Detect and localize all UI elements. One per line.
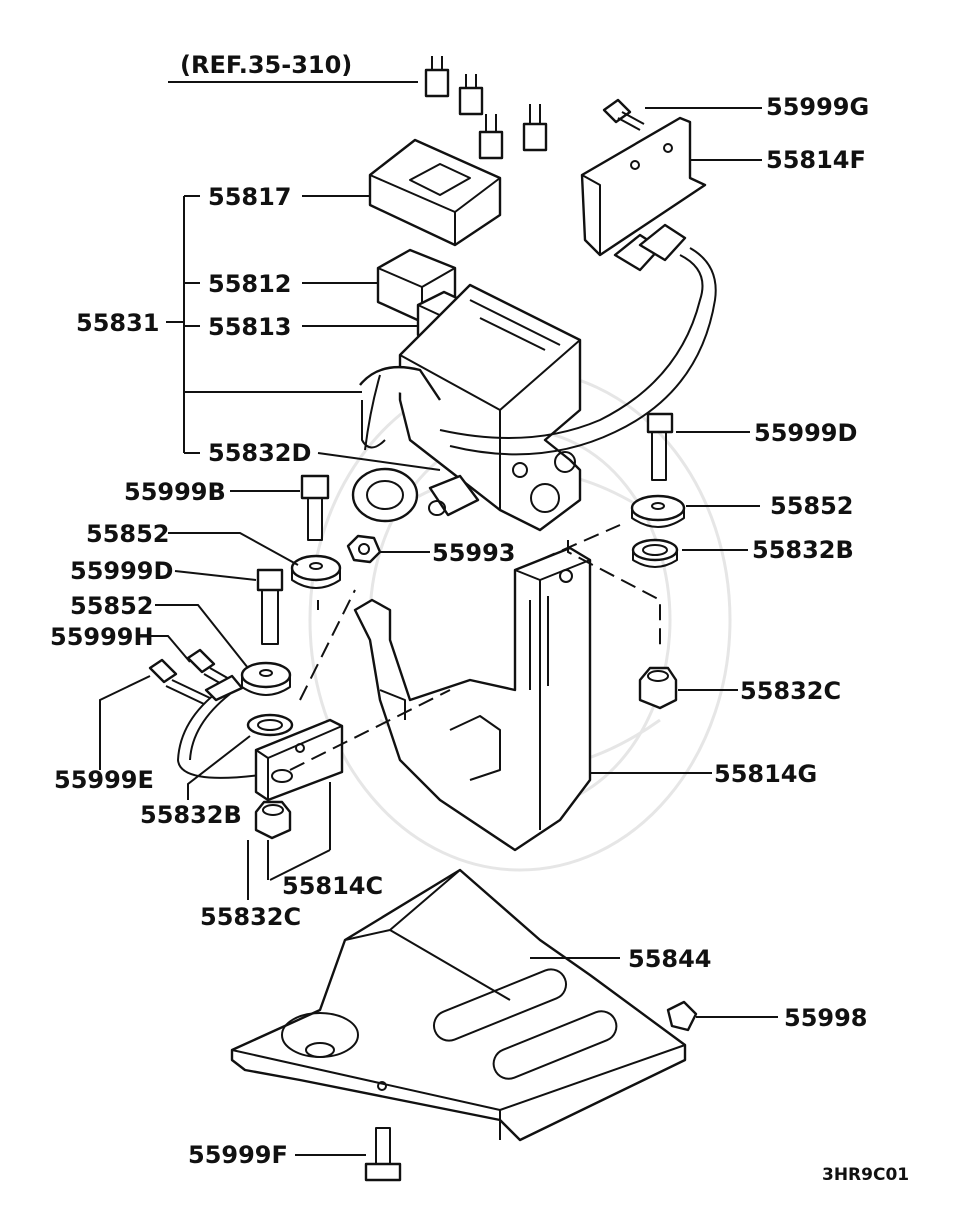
- part-label-55999D-top: 55999D: [754, 419, 857, 447]
- part-label-55813: 55813: [208, 313, 292, 341]
- bushing-55832B-left: [246, 713, 294, 737]
- part-label-55832D: 55832D: [208, 439, 311, 467]
- clip-55998: [666, 1000, 698, 1032]
- part-label-55998: 55998: [784, 1004, 868, 1032]
- part-label-55999E: 55999E: [54, 766, 154, 794]
- nut-55832C-left: [254, 800, 292, 840]
- part-label-55832B-left: 55832B: [140, 801, 242, 829]
- part-label-55999D-left: 55999D: [70, 557, 173, 585]
- part-label-55852-left-mid: 55852: [70, 592, 154, 620]
- bushing-55852-left-top: [290, 554, 342, 589]
- wire-harness: [364, 223, 717, 456]
- nut-55832C-right: [638, 666, 678, 710]
- part-label-55999G: 55999G: [766, 93, 869, 121]
- pump-motor: [351, 467, 480, 523]
- part-label-55993: 55993: [432, 539, 516, 567]
- bolt-55999E: [148, 658, 211, 705]
- bolt-55999G: [602, 98, 645, 131]
- bushing-55832B-right: [631, 538, 679, 568]
- leader-lines: [99, 81, 778, 1156]
- part-label-55999H: 55999H: [50, 623, 154, 651]
- diagram-code: 3HR9C01: [822, 1165, 909, 1185]
- part-label-55812: 55812: [208, 270, 292, 298]
- part-label-55999F: 55999F: [188, 1141, 288, 1169]
- cover-55817: [368, 138, 502, 247]
- skid-plate-55844: [230, 868, 687, 1142]
- part-label-55832C-right: 55832C: [740, 677, 841, 705]
- part-label-55817: 55817: [208, 183, 292, 211]
- bolt-55999D-top: [646, 412, 674, 481]
- reference-label: (REF.35-310): [180, 51, 352, 79]
- pipe-nuts: [424, 56, 548, 160]
- part-label-55999B: 55999B: [124, 478, 226, 506]
- bracket-55814G: [353, 546, 592, 852]
- part-label-55844: 55844: [628, 945, 712, 973]
- part-label-55814G: 55814G: [714, 760, 817, 788]
- part-label-55832C-left: 55832C: [200, 903, 301, 931]
- bolt-55999D-left: [256, 568, 284, 645]
- part-label-55831: 55831: [76, 309, 160, 337]
- part-label-55814F: 55814F: [766, 146, 866, 174]
- alignment-lines: [267, 524, 661, 881]
- part-label-55814C: 55814C: [282, 872, 383, 900]
- part-label-55832B-right: 55832B: [752, 536, 854, 564]
- part-label-55852-right: 55852: [770, 492, 854, 520]
- bolt-55999B: [300, 474, 330, 541]
- bracket-55814F: [580, 116, 707, 257]
- nut-55993: [346, 534, 382, 564]
- bushing-55852-right: [630, 494, 686, 528]
- bushing-55852-left-mid: [240, 661, 292, 696]
- bracket-55814C: [254, 718, 344, 802]
- part-label-55852-left-top: 55852: [86, 520, 170, 548]
- ground-wire: [177, 674, 261, 779]
- bolt-55999F: [364, 1127, 402, 1182]
